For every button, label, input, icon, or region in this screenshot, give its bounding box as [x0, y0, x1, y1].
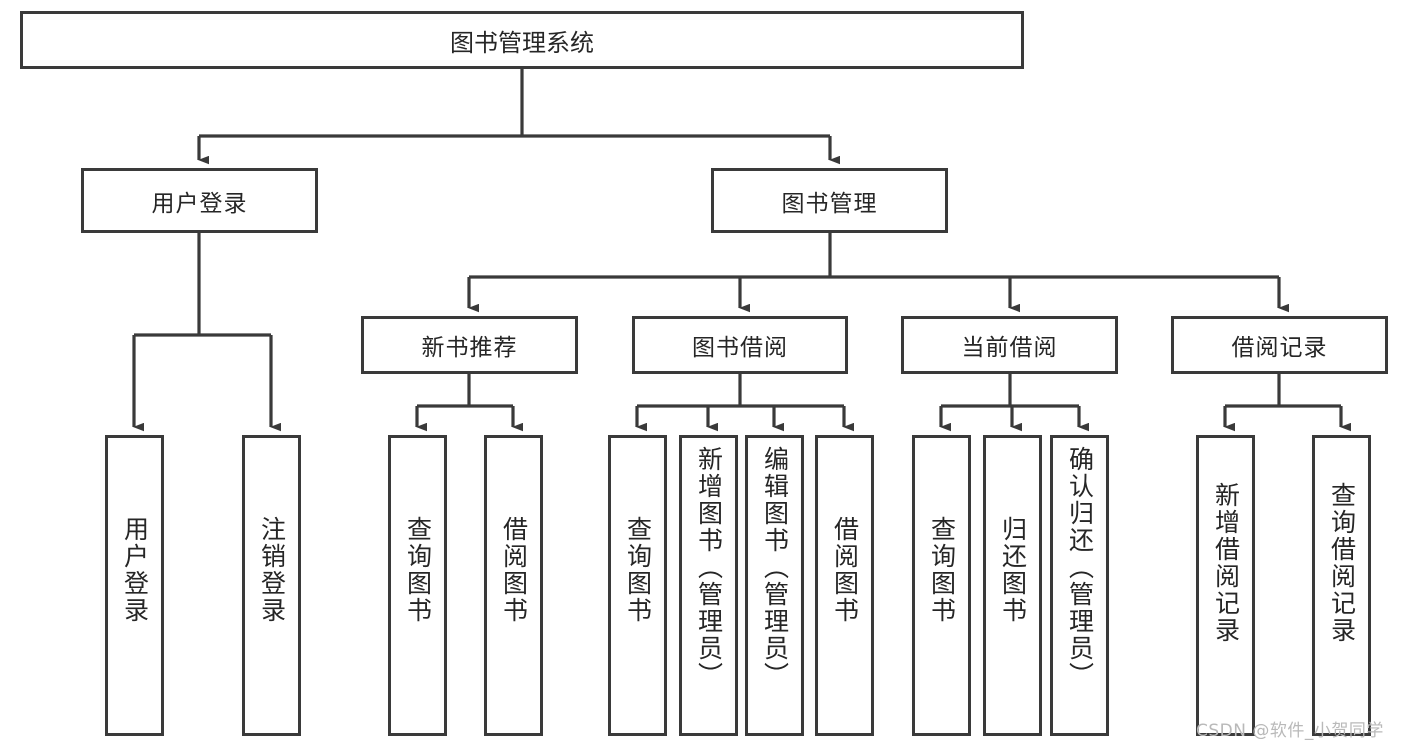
node-leaf-query-book-1-label: 查询图书 [403, 516, 433, 624]
node-leaf-add-record-label: 新增借阅记录 [1211, 482, 1241, 644]
node-book-manage[interactable]: 图书管理 [711, 168, 948, 233]
node-leaf-return-book[interactable]: 归还图书 [983, 435, 1042, 736]
node-leaf-user-login-label: 用户登录 [120, 516, 150, 624]
node-new-book-rec[interactable]: 新书推荐 [361, 316, 578, 374]
node-leaf-query-book-2-label: 查询图书 [623, 516, 653, 624]
node-leaf-query-record[interactable]: 查询借阅记录 [1312, 435, 1371, 736]
node-leaf-borrow-book-2-label: 借阅图书 [830, 516, 860, 624]
node-user-login[interactable]: 用户登录 [81, 168, 318, 233]
node-leaf-confirm-return[interactable]: 确认归还（管理员） [1050, 435, 1109, 736]
node-borrow-record[interactable]: 借阅记录 [1171, 316, 1388, 374]
node-leaf-borrow-book-1[interactable]: 借阅图书 [484, 435, 543, 736]
node-current-borrow[interactable]: 当前借阅 [901, 316, 1118, 374]
node-leaf-add-record[interactable]: 新增借阅记录 [1196, 435, 1255, 736]
node-borrow-record-label: 借阅记录 [1231, 335, 1328, 361]
node-leaf-user-logout-label: 注销登录 [257, 516, 287, 624]
watermark: CSDN @软件_小贺同学 [1196, 721, 1384, 741]
node-leaf-edit-book[interactable]: 编辑图书（管理员） [745, 435, 804, 736]
node-book-borrow[interactable]: 图书借阅 [632, 316, 848, 374]
node-leaf-user-login[interactable]: 用户登录 [105, 435, 164, 736]
node-leaf-return-book-label: 归还图书 [998, 516, 1028, 624]
node-new-book-rec-label: 新书推荐 [421, 335, 518, 361]
node-leaf-add-book[interactable]: 新增图书（管理员） [679, 435, 738, 736]
node-leaf-query-record-label: 查询借阅记录 [1327, 482, 1357, 644]
node-root[interactable]: 图书管理系统 [20, 11, 1024, 69]
node-leaf-query-book-3-label: 查询图书 [927, 516, 957, 624]
node-leaf-confirm-return-label: 确认归还（管理员） [1065, 446, 1095, 689]
node-leaf-borrow-book-1-label: 借阅图书 [499, 516, 529, 624]
node-leaf-query-book-1[interactable]: 查询图书 [388, 435, 447, 736]
node-leaf-query-book-3[interactable]: 查询图书 [912, 435, 971, 736]
node-root-label: 图书管理系统 [450, 28, 594, 57]
node-leaf-edit-book-label: 编辑图书（管理员） [760, 446, 790, 689]
node-leaf-add-book-label: 新增图书（管理员） [694, 446, 724, 689]
node-current-borrow-label: 当前借阅 [961, 335, 1058, 361]
node-leaf-borrow-book-2[interactable]: 借阅图书 [815, 435, 874, 736]
node-user-login-label: 用户登录 [151, 190, 248, 217]
node-leaf-user-logout[interactable]: 注销登录 [242, 435, 301, 736]
node-book-manage-label: 图书管理 [781, 190, 878, 217]
node-leaf-query-book-2[interactable]: 查询图书 [608, 435, 667, 736]
node-book-borrow-label: 图书借阅 [692, 335, 788, 361]
